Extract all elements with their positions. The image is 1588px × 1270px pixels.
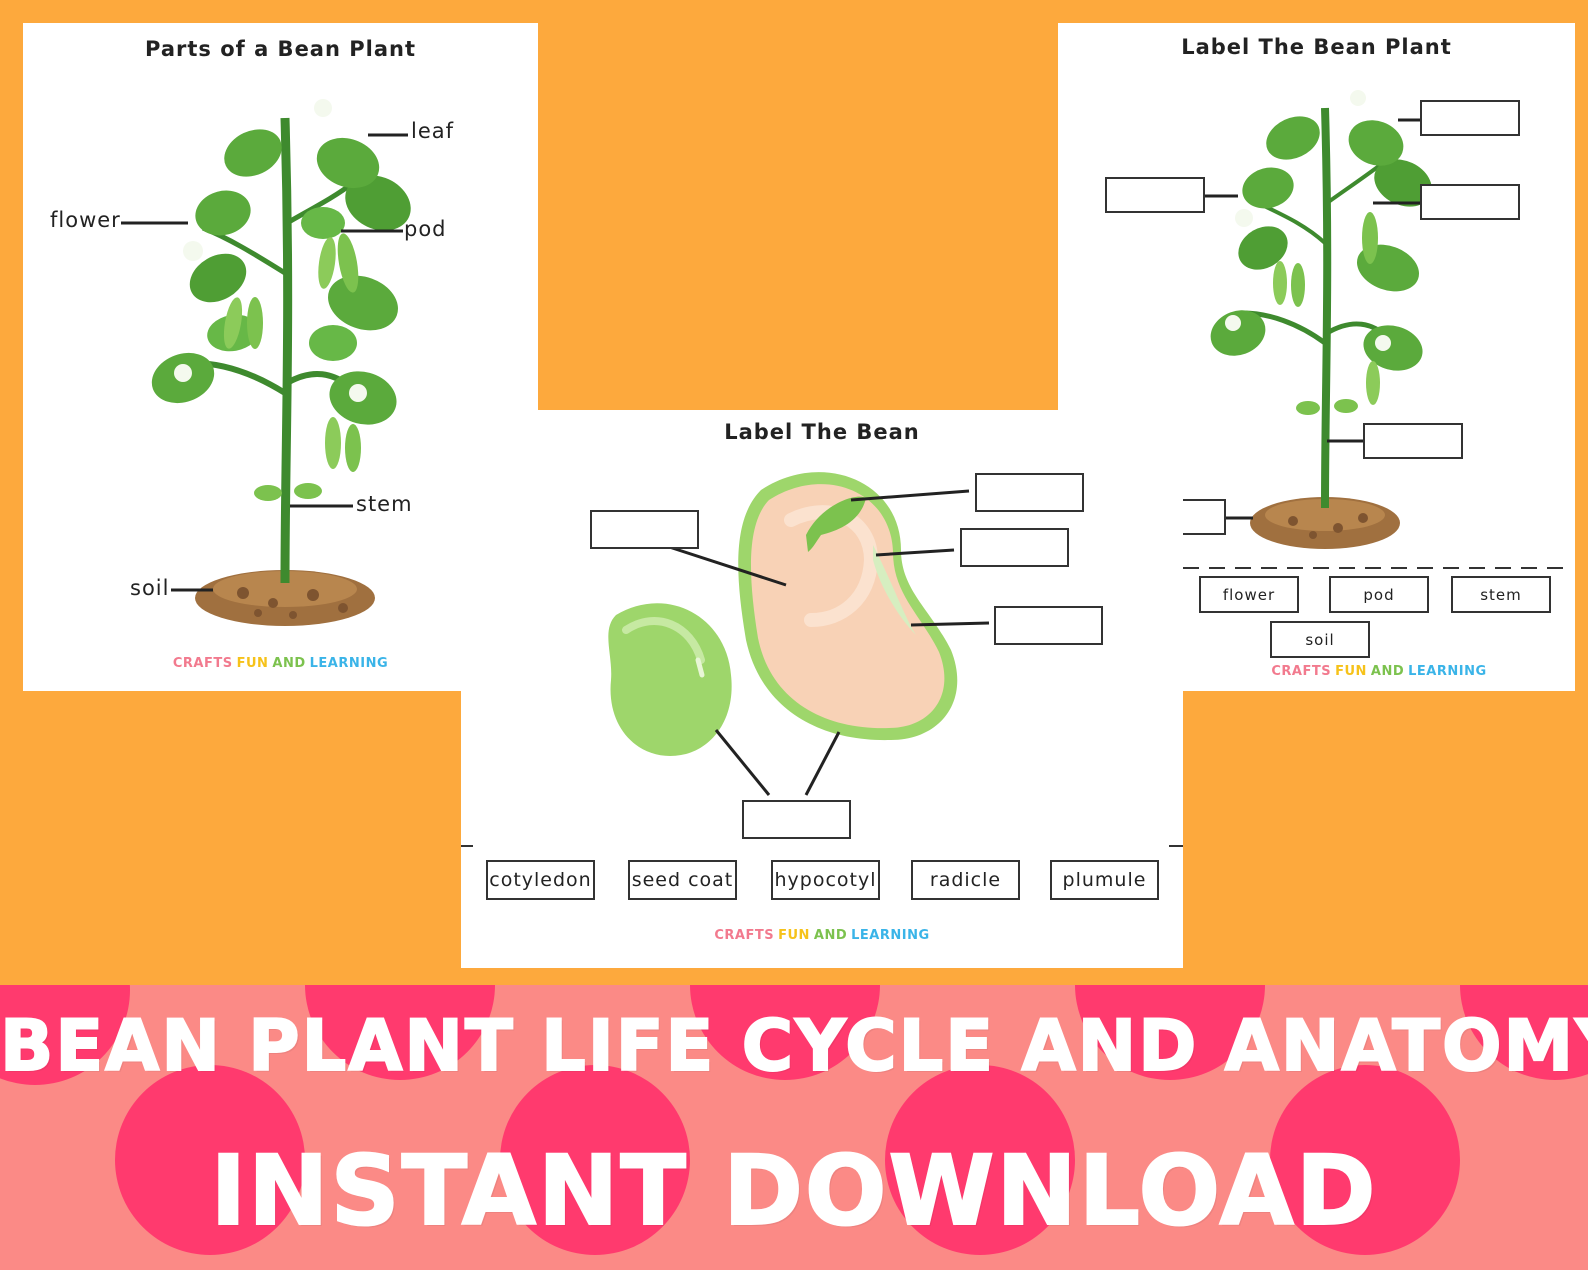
banner-subheading: INSTANT DOWNLOAD [209, 1134, 1378, 1248]
answer-box-leaf[interactable] [1420, 100, 1520, 136]
banner-heading: BEAN PLANT LIFE CYCLE AND ANATOMY SET [0, 1004, 1588, 1088]
label-stem: stem [356, 492, 413, 516]
answer-box-plumule[interactable] [975, 473, 1084, 512]
word-card[interactable]: pod [1329, 576, 1429, 613]
word-card[interactable]: flower [1199, 576, 1299, 613]
answer-box-flower[interactable] [1105, 177, 1205, 213]
label-pod: pod [404, 217, 447, 241]
word-card[interactable]: hypocotyl [771, 860, 880, 900]
word-card[interactable]: cotyledon [486, 860, 595, 900]
answer-box-radicle[interactable] [994, 606, 1103, 645]
answer-box-seed-coat[interactable] [742, 800, 851, 839]
title-banner: BEAN PLANT LIFE CYCLE AND ANATOMY SET IN… [0, 985, 1588, 1270]
parts-of-bean-plant-sheet: Parts of a Bean Plant [23, 23, 538, 691]
word-card[interactable]: stem [1451, 576, 1551, 613]
word-card[interactable]: soil [1270, 621, 1370, 658]
answer-box-stem[interactable] [1363, 423, 1463, 459]
sheet-title: Label The Bean Plant [1181, 35, 1452, 59]
word-card[interactable]: plumule [1050, 860, 1159, 900]
label-leaf: leaf [411, 119, 455, 143]
answer-box-hypocotyl[interactable] [960, 528, 1069, 567]
word-card[interactable]: radicle [911, 860, 1020, 900]
sheet-title: Parts of a Bean Plant [145, 37, 416, 61]
answer-box-cotyledon[interactable] [590, 510, 699, 549]
label-bean-plant-sheet: Label The Bean Plant [1058, 23, 1575, 691]
answer-box-pod[interactable] [1420, 184, 1520, 220]
bean-plant-illustration [121, 99, 411, 626]
label-soil: soil [130, 576, 170, 600]
sheet-title: Label The Bean [724, 420, 920, 444]
word-card[interactable]: seed coat [628, 860, 737, 900]
bean-plant-worksheet-illustration [1183, 90, 1570, 569]
bean-seed-illustration [461, 472, 1183, 847]
label-flower: flower [50, 208, 121, 232]
label-the-bean-sheet: Label The Bean cotyledon seed coat hypoc… [461, 410, 1183, 968]
